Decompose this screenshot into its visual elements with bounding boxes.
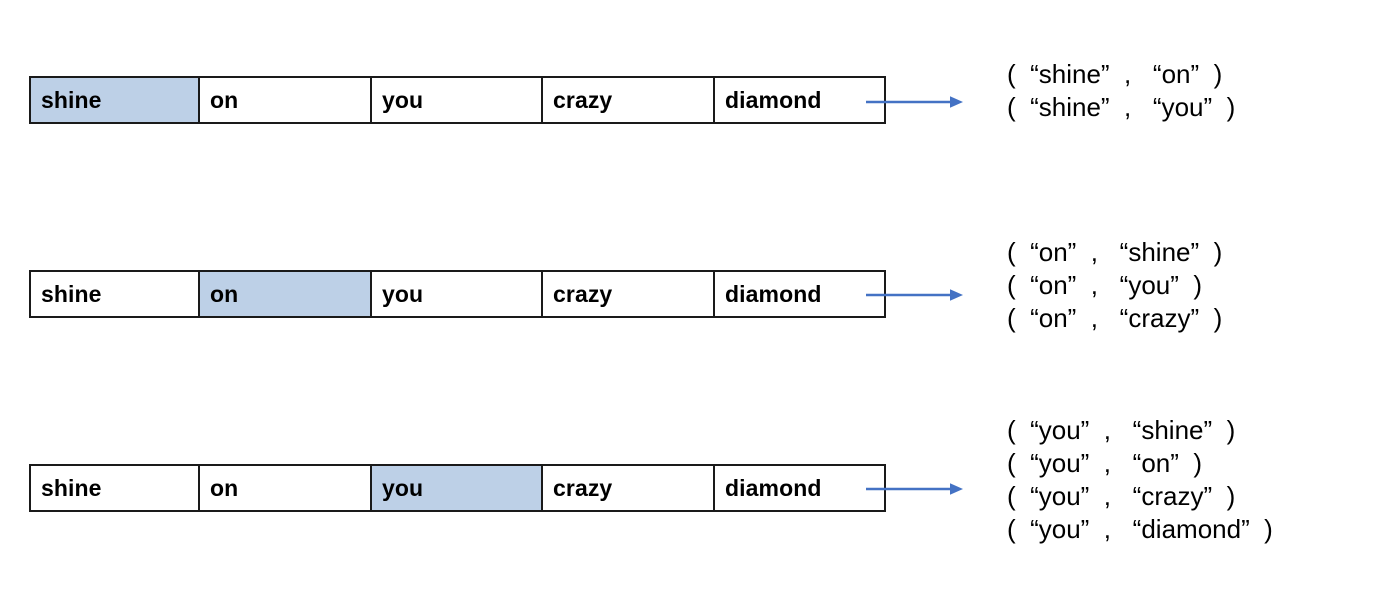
arrow-right-icon [866,96,963,108]
training-pair: ( “on” , “crazy” ) [1007,303,1223,333]
arrow-right-icon [866,483,963,495]
sentence-cell[interactable]: diamond [713,270,886,318]
table-row: shine on you crazy diamond [29,76,886,124]
sentence-cell[interactable]: crazy [541,76,715,124]
training-pair: ( “you” , “crazy” ) [1007,481,1236,511]
sentence-cell[interactable]: shine [29,464,200,512]
example-group: shine on you crazy diamond ( “on” , “shi… [0,0,1390,333]
training-pair-list: ( “shine” , “on” ) ( “shine” , “you” ) [1007,58,1235,124]
sentence-cell[interactable]: diamond [713,76,886,124]
table-row: shine on you crazy diamond [29,464,886,512]
sentence-cell-center[interactable]: you [370,464,543,512]
table-row: shine on you crazy diamond [29,270,886,318]
training-pair: ( “shine” , “you” ) [1007,92,1236,122]
training-pair: ( “on” , “you” ) [1007,270,1203,300]
sentence-cell[interactable]: diamond [713,464,886,512]
sentence-cell[interactable]: crazy [541,270,715,318]
example-group: shine on you crazy diamond ( “shine” , “… [0,0,1390,200]
sentence-cell-center[interactable]: shine [29,76,200,124]
training-pair-list: ( “you” , “shine” ) ( “you” , “on” ) ( “… [1007,414,1273,546]
arrow-right-icon [866,289,963,301]
sentence-table: shine on you crazy diamond [29,464,886,512]
training-pair: ( “shine” , “on” ) [1007,59,1223,89]
training-pair: ( “you” , “diamond” ) [1007,514,1273,544]
training-pair: ( “you” , “on” ) [1007,448,1203,478]
example-group: shine on you crazy diamond ( “you” , “sh… [0,0,1390,544]
training-pair-list: ( “on” , “shine” ) ( “on” , “you” ) ( “o… [1007,236,1222,335]
sentence-cell[interactable]: on [198,464,372,512]
training-pair: ( “on” , “shine” ) [1007,237,1223,267]
sentence-cell[interactable]: shine [29,270,200,318]
sentence-cell[interactable]: on [198,76,372,124]
sentence-cell[interactable]: crazy [541,464,715,512]
sentence-cell-center[interactable]: on [198,270,372,318]
sentence-cell[interactable]: you [370,270,543,318]
training-pair: ( “you” , “shine” ) [1007,415,1236,445]
sentence-table: shine on you crazy diamond [29,270,886,318]
sentence-cell[interactable]: you [370,76,543,124]
sentence-table: shine on you crazy diamond [29,76,886,124]
